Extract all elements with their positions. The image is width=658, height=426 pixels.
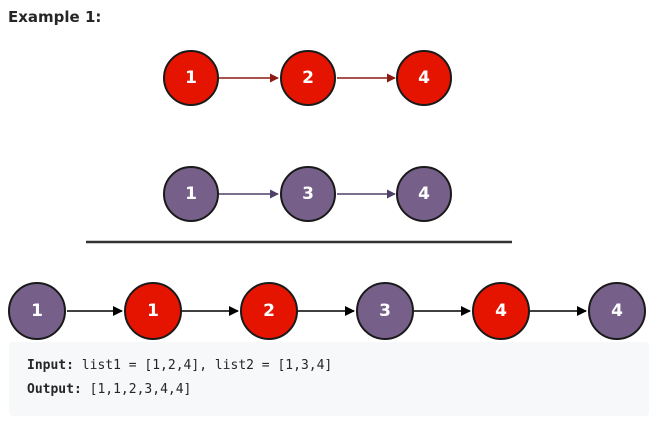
node-value: 1 xyxy=(147,301,159,321)
list1-node: 2 xyxy=(280,50,336,106)
list1-node: 1 xyxy=(163,50,219,106)
output-line: Output: [1,1,2,3,4,4] xyxy=(27,382,191,397)
list2-node: 1 xyxy=(163,166,219,222)
merged-node: 4 xyxy=(472,282,530,340)
node-value: 2 xyxy=(302,68,314,88)
merged-node: 4 xyxy=(588,282,646,340)
list2-node: 3 xyxy=(280,166,336,222)
input-value: list1 = [1,2,4], list2 = [1,3,4] xyxy=(73,358,333,373)
node-value: 2 xyxy=(263,301,275,321)
list1-row: 1 2 4 xyxy=(163,50,452,106)
example-heading: Example 1: xyxy=(8,8,102,26)
node-value: 4 xyxy=(418,184,430,204)
node-value: 1 xyxy=(185,68,197,88)
input-line: Input: list1 = [1,2,4], list2 = [1,3,4] xyxy=(27,358,332,373)
node-value: 1 xyxy=(185,184,197,204)
list2-row: 1 3 4 xyxy=(163,166,452,222)
node-value: 3 xyxy=(302,184,314,204)
node-value: 4 xyxy=(418,68,430,88)
node-value: 1 xyxy=(31,301,43,321)
output-value: [1,1,2,3,4,4] xyxy=(81,382,192,397)
input-label: Input: xyxy=(27,358,74,373)
merged-node: 1 xyxy=(124,282,182,340)
merged-row: 1 1 2 3 4 4 xyxy=(8,282,646,340)
merged-node: 1 xyxy=(8,282,66,340)
node-value: 4 xyxy=(611,301,623,321)
linked-list-merge-diagram: 1 2 4 1 3 4 xyxy=(8,50,646,340)
output-label: Output: xyxy=(27,382,82,397)
list2-node: 4 xyxy=(396,166,452,222)
node-value: 4 xyxy=(495,301,507,321)
node-value: 3 xyxy=(379,301,391,321)
list1-node: 4 xyxy=(396,50,452,106)
merged-node: 3 xyxy=(356,282,414,340)
merged-node: 2 xyxy=(240,282,298,340)
example-code-block: Input: list1 = [1,2,4], list2 = [1,3,4] … xyxy=(9,342,649,416)
